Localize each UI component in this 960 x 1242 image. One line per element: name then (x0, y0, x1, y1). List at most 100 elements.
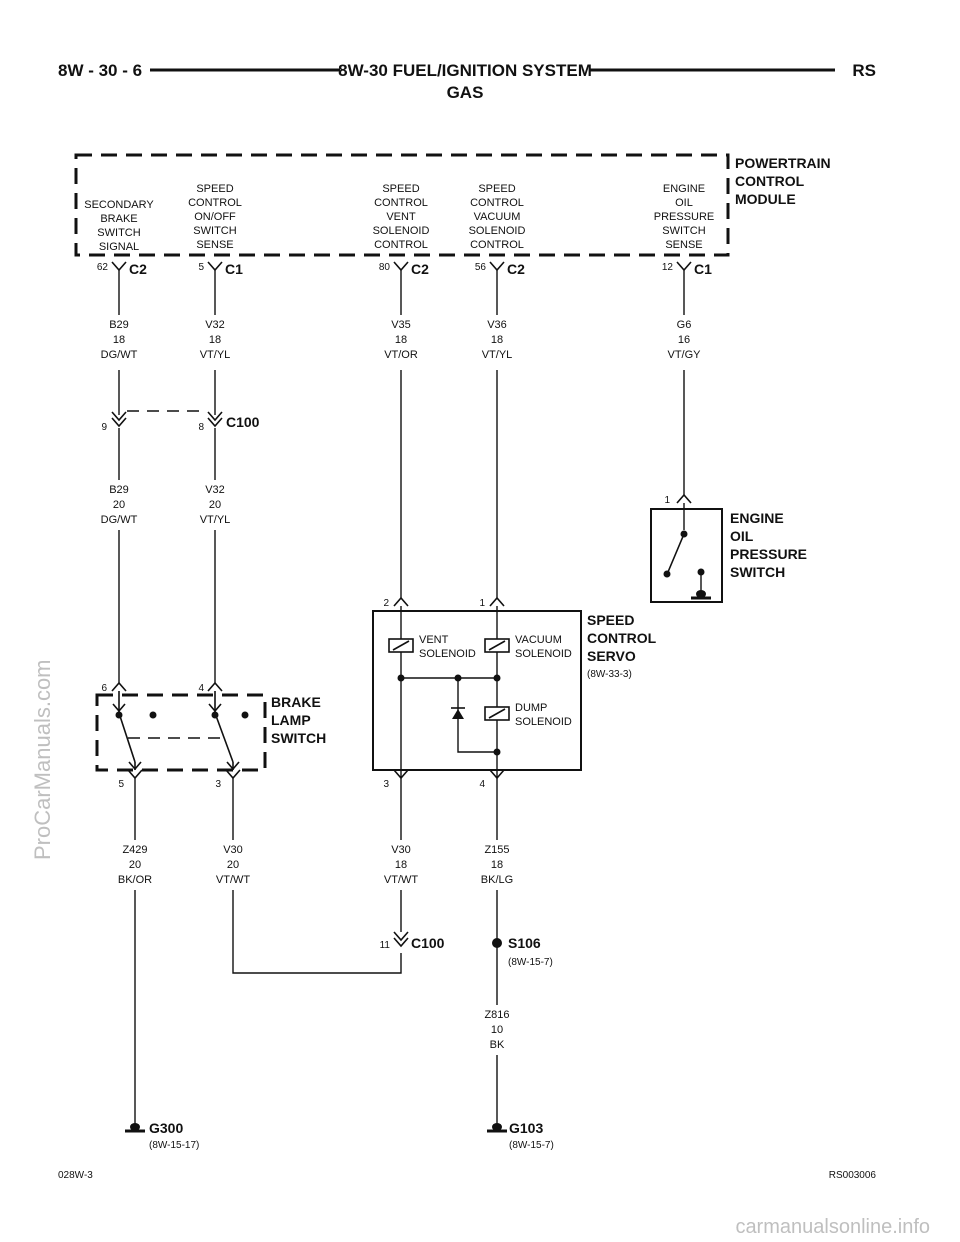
svg-text:SWITCH: SWITCH (97, 227, 140, 239)
svg-text:4: 4 (479, 779, 485, 790)
pcm-label: POWERTRAIN CONTROL MODULE (735, 155, 831, 207)
svg-text:ENGINE: ENGINE (730, 510, 784, 526)
pcm-box (74, 153, 730, 257)
svg-text:G103: G103 (509, 1120, 543, 1136)
speed-control-servo: 2 1 VENT SO (372, 597, 657, 790)
svg-text:C100: C100 (226, 414, 260, 430)
page-number: 8W - 30 - 6 (58, 61, 142, 80)
page-title: 8W-30 FUEL/IGNITION SYSTEM (338, 61, 592, 80)
pcm-circuit-vent-solenoid: SPEED CONTROL VENT SOLENOID CONTROL (373, 183, 430, 251)
footer-left-code: 028W-3 (58, 1170, 93, 1181)
svg-text:6: 6 (101, 683, 107, 694)
svg-text:18: 18 (491, 859, 503, 871)
svg-text:1: 1 (664, 495, 670, 506)
svg-text:8: 8 (198, 422, 204, 433)
svg-text:Z816: Z816 (484, 1009, 509, 1021)
svg-text:SOLENOID: SOLENOID (515, 716, 572, 728)
svg-text:20: 20 (129, 859, 141, 871)
watermark-bottom: carmanualsonline.info (735, 1216, 930, 1238)
ground-g300: G300 (8W-15-17) (123, 1120, 199, 1151)
svg-text:SIGNAL: SIGNAL (99, 241, 139, 253)
svg-text:CONTROL: CONTROL (470, 239, 524, 251)
svg-text:(8W-15-7): (8W-15-7) (509, 1140, 554, 1151)
svg-text:V32: V32 (205, 484, 225, 496)
pcm-connector-pin-62: 62 C2 (97, 261, 147, 277)
svg-text:SWITCH: SWITCH (193, 225, 236, 237)
pcm-connector-pin-56: 56 C2 (475, 261, 525, 277)
pcm-circuit-speed-control-onoff: SPEED CONTROL ON/OFF SWITCH SENSE (188, 183, 242, 251)
svg-text:12: 12 (662, 262, 674, 273)
pcm-connector-pin-80: 80 C2 (379, 261, 429, 277)
svg-text:1: 1 (479, 598, 485, 609)
svg-text:V35: V35 (391, 319, 411, 331)
c100-lower-connector: 11 C100 (380, 931, 445, 951)
svg-text:DG/WT: DG/WT (101, 349, 138, 361)
svg-text:VT/YL: VT/YL (200, 514, 231, 526)
svg-text:SPEED: SPEED (382, 183, 419, 195)
svg-text:CONTROL: CONTROL (470, 197, 524, 209)
svg-text:BRAKE: BRAKE (100, 213, 137, 225)
svg-text:Z155: Z155 (484, 844, 509, 856)
svg-text:VT/WT: VT/WT (216, 874, 250, 886)
svg-text:CONTROL: CONTROL (735, 173, 805, 189)
svg-text:VT/YL: VT/YL (200, 349, 231, 361)
svg-text:20: 20 (113, 499, 125, 511)
svg-text:56: 56 (475, 262, 487, 273)
watermark-left: ProCarManuals.com (30, 659, 55, 860)
svg-text:20: 20 (227, 859, 239, 871)
svg-text:PRESSURE: PRESSURE (730, 546, 807, 562)
svg-text:MODULE: MODULE (735, 191, 796, 207)
svg-text:LAMP: LAMP (271, 712, 311, 728)
svg-text:SENSE: SENSE (665, 239, 702, 251)
svg-text:B29: B29 (109, 319, 129, 331)
svg-text:G6: G6 (677, 319, 692, 331)
svg-text:80: 80 (379, 262, 391, 273)
svg-text:18: 18 (395, 334, 407, 346)
svg-text:VACUUM: VACUUM (474, 211, 521, 223)
pcm-circuit-secondary-brake: SECONDARY BRAKE SWITCH SIGNAL (84, 199, 154, 253)
svg-text:OIL: OIL (675, 197, 693, 209)
svg-text:BRAKE: BRAKE (271, 694, 321, 710)
svg-text:B29: B29 (109, 484, 129, 496)
wire-label-v30-20: V30 20 VT/WT (216, 844, 250, 886)
svg-text:C2: C2 (507, 261, 525, 277)
wire-label-v32-20: V32 20 VT/YL (200, 484, 231, 526)
svg-text:SWITCH: SWITCH (662, 225, 705, 237)
svg-text:CONTROL: CONTROL (188, 197, 242, 209)
svg-text:VT/OR: VT/OR (384, 349, 418, 361)
svg-text:18: 18 (491, 334, 503, 346)
svg-text:SOLENOID: SOLENOID (373, 225, 430, 237)
svg-text:18: 18 (209, 334, 221, 346)
wire-label-v32-18: V32 18 VT/YL (200, 319, 231, 361)
c100-upper-connector: 9 8 C100 (101, 410, 260, 433)
svg-text:V32: V32 (205, 319, 225, 331)
wire-label-b29-18: B29 18 DG/WT (101, 319, 138, 361)
svg-text:ENGINE: ENGINE (663, 183, 705, 195)
svg-text:S106: S106 (508, 935, 541, 951)
svg-text:DG/WT: DG/WT (101, 514, 138, 526)
svg-text:DUMP: DUMP (515, 702, 547, 714)
svg-text:18: 18 (113, 334, 125, 346)
svg-text:V30: V30 (223, 844, 243, 856)
pcm-connector-pin-12: 12 C1 (662, 261, 712, 277)
wire-label-v35-18: V35 18 VT/OR (384, 319, 418, 361)
pcm-circuit-oil-pressure: ENGINE OIL PRESSURE SWITCH SENSE (654, 183, 715, 251)
page-subtitle: GAS (447, 83, 484, 102)
svg-text:VT/WT: VT/WT (384, 874, 418, 886)
svg-text:VENT: VENT (386, 211, 416, 223)
svg-text:(8W-15-7): (8W-15-7) (508, 957, 553, 968)
ground-g103: G103 (8W-15-7) (485, 1120, 554, 1151)
brake-lamp-switch: 6 4 5 3 BRAKE LAMP (95, 682, 326, 790)
svg-text:PRESSURE: PRESSURE (654, 211, 715, 223)
svg-text:3: 3 (215, 779, 221, 790)
model-code: RS (852, 61, 876, 80)
pcm-circuit-vacuum-solenoid: SPEED CONTROL VACUUM SOLENOID CONTROL (469, 183, 526, 251)
svg-text:20: 20 (209, 499, 221, 511)
svg-text:SOLENOID: SOLENOID (469, 225, 526, 237)
splice-s106: S106 (8W-15-7) (492, 935, 553, 968)
svg-text:V30: V30 (391, 844, 411, 856)
svg-text:(8W-33-3): (8W-33-3) (587, 669, 632, 680)
svg-text:5: 5 (198, 262, 204, 273)
svg-text:C100: C100 (411, 935, 445, 951)
